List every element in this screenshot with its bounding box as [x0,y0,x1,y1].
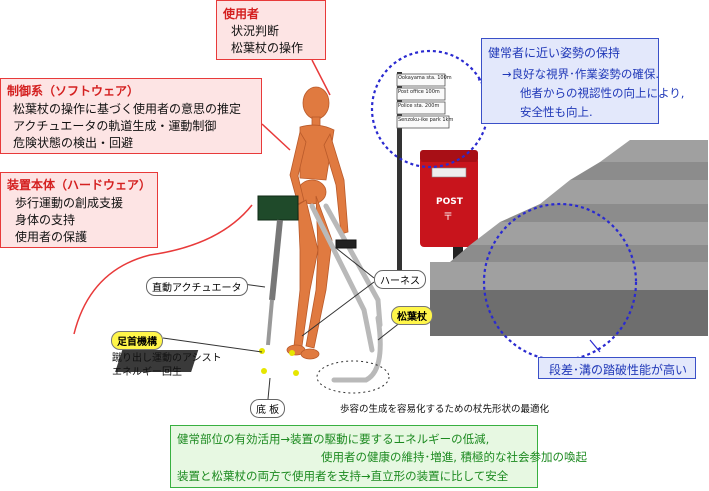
control-box-line-3: 危険状態の検出・回避 [13,136,134,150]
control-callout-line [261,123,291,151]
control-box: 制御系（ソフトウェア） 松葉杖の操作に基づく使用者の意思の推定 アクチュエータの… [0,78,262,154]
crutch-tip-caption: 歩容の生成を容易化するための杖先形状の最適化 [340,404,550,415]
user-box-line-2: 松葉杖の操作 [231,41,304,55]
base-label: 底 板 [250,399,286,418]
posture-box-line-1: →良好な視界･作業姿勢の確保. [502,67,660,81]
benefits-line-3: 装置と松葉杖の両方で使用者を支持→直立形の装置に比して安全 [177,469,509,483]
postbox-label: POST [436,197,463,207]
benefits-line-2: 使用者の健康の維持･増進, 積極的な社会参加の喚起 [321,450,588,464]
benefits-line-1: 健常部位の有効活用→装置の駆動に要するエネルギーの低減, [177,432,490,446]
ankle-desc-2: エネルギー回生 [112,367,182,378]
harness-pointer-1 [335,247,375,279]
base-pointer [267,377,271,400]
step-pointer [589,339,601,353]
hardware-box: 装置本体（ハードウェア） 歩行運動の創成支援 身体の支持 使用者の保護 [0,172,158,248]
sign-text-2: Post office 100m [398,89,440,95]
user-box-line-1: 状況判断 [231,24,280,38]
sign-text-1: Ookayama sta. 100m [398,75,452,81]
hardware-box-line-2: 身体の支持 [15,213,76,227]
ankle-pointer [162,337,263,353]
actuator-label: 直動アクチュエータ [146,277,248,296]
hardware-box-line-3: 使用者の保護 [15,230,88,244]
ankle-label: 足首機構 [111,331,163,350]
step-box: 段差･溝の踏破性能が高い [538,357,696,379]
user-box: 使用者 状況判断 松葉杖の操作 [216,0,326,60]
sign-text-3: Police sta. 200m [398,103,440,109]
sign-text-4: Senzoku-ike park 1km [398,117,454,123]
hardware-box-title: 装置本体（ハードウェア） [7,178,152,192]
control-box-line-1: 松葉杖の操作に基づく使用者の意思の推定 [13,102,242,116]
posture-box: 健常者に近い姿勢の保持 →良好な視界･作業姿勢の確保. 他者からの視認性の向上に… [481,38,684,124]
ankle-desc-1: 蹴り出し運動のアシスト [112,353,222,364]
posture-box-line-2: 他者からの視認性の向上により, [520,86,685,100]
exoskeleton-device [115,195,299,376]
control-box-title: 制御系（ソフトウェア） [7,84,140,98]
harness-label: ハーネス [374,270,426,289]
user-box-title: 使用者 [223,7,260,21]
step-box-text: 段差･溝の踏破性能が高い [549,363,688,377]
posture-box-line-3: 安全性も向上. [520,105,593,119]
hardware-callout-line [73,204,253,335]
crutch-tip-highlight [316,360,390,394]
control-box-line-2: アクチュエータの軌道生成・運動制御 [13,119,217,133]
sign-post [396,72,450,282]
user-callout-line [311,59,331,96]
postbox-mark: 〒 [443,212,453,223]
benefits-box: 健常部位の有効活用→装置の駆動に要するエネルギーの低減, 使用者の健康の維持･増… [170,425,587,488]
crutch [309,203,383,383]
harness-pointer-2 [301,281,375,337]
mannequin-figure [286,86,349,360]
stairs [430,140,708,336]
crutch-label: 松葉杖 [391,306,433,325]
hardware-box-line-1: 歩行運動の創成支援 [15,196,124,210]
posture-box-title: 健常者に近い姿勢の保持 [488,46,621,60]
